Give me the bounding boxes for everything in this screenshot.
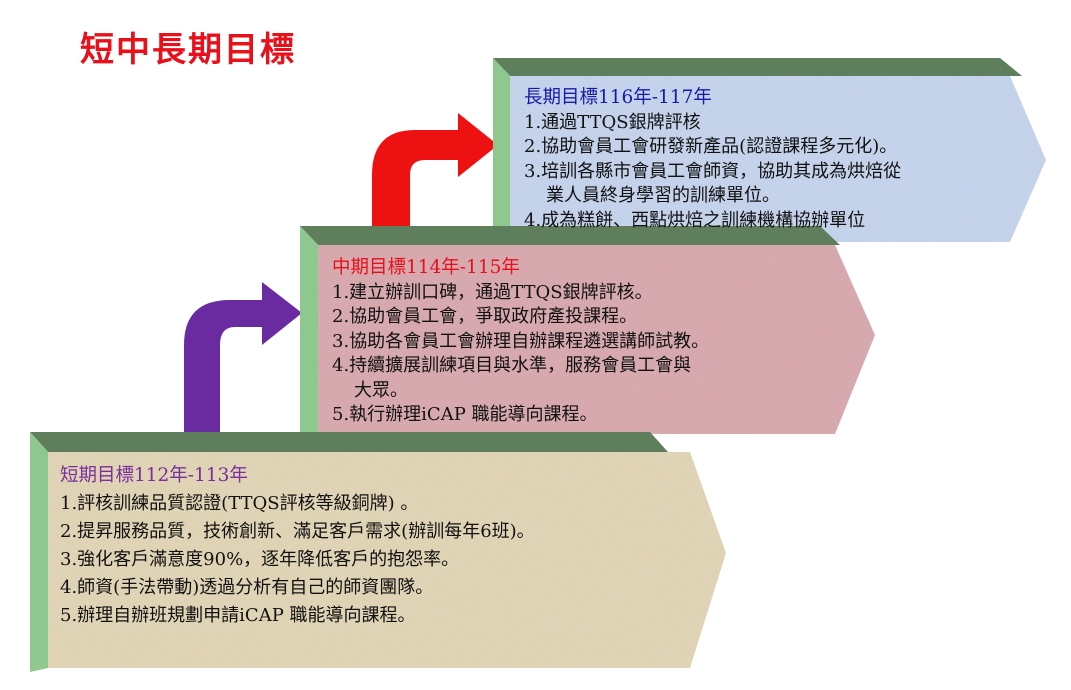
short-term-goals: 短期目標112年-113年 1.評核訓練品質認證(TTQS評核等級銅牌) 。 2…: [60, 462, 535, 630]
goal-item: 4.成為糕餅、西點烘焙之訓練機構協辦單位: [524, 209, 866, 231]
goal-item: 1.評核訓練品質認證(TTQS評核等級銅牌) 。: [60, 493, 419, 514]
short-term-heading: 短期目標112年-113年: [60, 465, 248, 486]
goal-item: 3.培訓各縣市會員工會師資，協助其成為烘焙從: [524, 160, 902, 182]
goal-item: 3.強化客戶滿意度90%，逐年降低客戶的抱怨率。: [60, 549, 460, 570]
long-term-goals: 長期目標116年-117年 1.通過TTQS銀牌評核 2.協助會員工會研發新產品…: [524, 86, 901, 233]
goal-item-continued: 業人員終身學習的訓練單位。: [546, 185, 780, 206]
goal-item: 4.持續擴展訓練項目與水準，服務會員工會與: [332, 355, 692, 376]
goal-item: 2.提昇服務品質，技術創新、滿足客戶需求(辦訓每年6班)。: [60, 521, 535, 542]
goal-item: 4.師資(手法帶動)透過分析有自己的師資團隊。: [60, 577, 434, 598]
slide-title: 短中長期目標: [80, 30, 296, 70]
purple-arrow: [184, 282, 302, 436]
red-arrow: [372, 113, 498, 230]
goal-item: 3.協助各會員工會辦理自辦課程遴選講師試教。: [332, 330, 710, 352]
short-term-shape: [30, 432, 726, 672]
mid-term-goals: 中期目標114年-115年 1.建立辦訓口碑，通過TTQS銀牌評核。 2.協助會…: [332, 256, 709, 428]
goal-item: 2.協助會員工會研發新產品(認證課程多元化)。: [524, 136, 898, 157]
goal-item: 1.通過TTQS銀牌評核: [524, 111, 701, 133]
goal-item: 1.建立辦訓口碑，通過TTQS銀牌評核。: [332, 281, 653, 303]
goal-item-continued: 大眾。: [354, 379, 408, 401]
goal-item: 5.辦理自辦班規劃申請iCAP 職能導向課程。: [60, 605, 416, 626]
mid-term-heading: 中期目標114年-115年: [332, 257, 520, 278]
mid-term-shape: [300, 226, 875, 440]
goal-item: 2.協助會員工會，爭取政府產投課程。: [332, 306, 638, 327]
long-term-shape: [493, 58, 1046, 248]
goal-item: 5.執行辦理iCAP 職能導向課程。: [332, 404, 598, 425]
long-term-heading: 長期目標116年-117年: [524, 87, 712, 108]
